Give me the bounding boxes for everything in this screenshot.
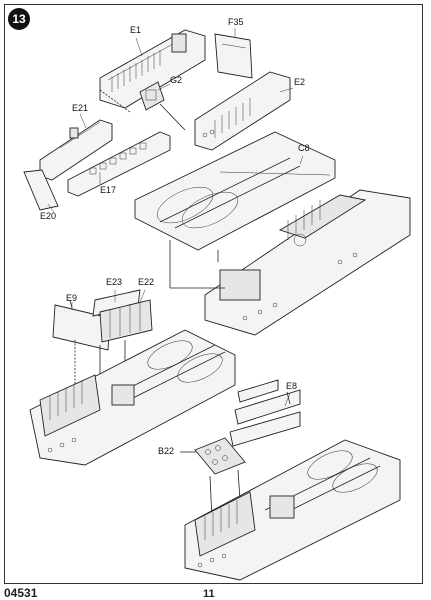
callout-e1: E1 — [130, 25, 142, 35]
callout-e2: E2 — [294, 77, 306, 87]
side-wall-e1 — [99, 29, 206, 109]
callout-b22: B22 — [158, 446, 175, 456]
panel-e20 — [23, 169, 59, 211]
step-number-badge: 13 — [8, 8, 30, 30]
callout-e22: E22 — [138, 277, 155, 287]
hull-upper — [204, 189, 411, 336]
panel-e22 — [99, 299, 153, 343]
hull-lower-right — [184, 439, 401, 581]
plate-e8 — [229, 379, 301, 447]
panel-e9 — [52, 304, 111, 351]
side-wall-e2 — [194, 71, 291, 151]
page-border — [4, 4, 423, 584]
page-number: 11 — [203, 588, 215, 600]
panel-e17 — [67, 131, 171, 197]
callout-e8: E8 — [286, 381, 298, 391]
bracket-b22 — [194, 437, 246, 475]
hull-lower-left — [29, 329, 236, 466]
callout-c8: C8 — [298, 143, 310, 153]
callout-e17: E17 — [100, 185, 117, 195]
callout-e20: E20 — [40, 211, 57, 221]
callout-e21: E21 — [72, 103, 89, 113]
part-g2 — [139, 81, 165, 111]
panel-f35 — [214, 33, 253, 79]
callout-e23: E23 — [106, 277, 123, 287]
kit-code: 04531 — [4, 586, 38, 600]
callout-e9: E9 — [66, 293, 78, 303]
callout-g2: G2 — [170, 75, 183, 85]
callout-f35: F35 — [228, 17, 244, 27]
floor-plate-c8 — [134, 131, 336, 251]
